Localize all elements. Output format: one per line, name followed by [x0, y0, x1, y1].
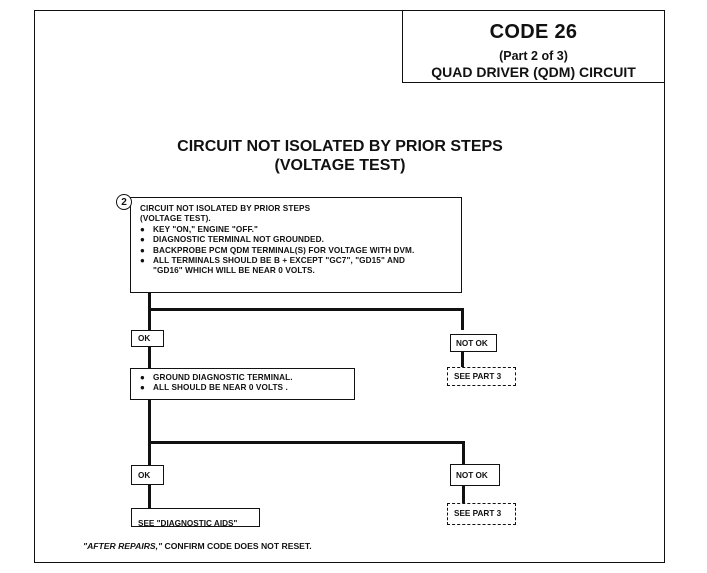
- step-heading: CIRCUIT NOT ISOLATED BY PRIOR STEPS: [140, 204, 311, 213]
- connector: [148, 398, 151, 465]
- step-bullet: ● DIAGNOSTIC TERMINAL NOT GROUNDED.: [140, 235, 455, 245]
- step-bullet-continuation: "GD16" WHICH WILL BE NEAR 0 VOLTS.: [153, 266, 315, 276]
- code-number: CODE 26: [489, 21, 578, 43]
- step-bullet: ● BACKPROBE PCM QDM TERMINAL(S) FOR VOLTA…: [140, 246, 455, 256]
- bullet-text: BACKPROBE PCM QDM TERMINAL(S) FOR VOLTAG…: [153, 245, 415, 255]
- bullet-text: ALL TERMINALS SHOULD BE B + EXCEPT "GC7"…: [153, 256, 406, 266]
- not-ok-box-1: NOT OK: [450, 334, 497, 352]
- ok-box-1: OK: [131, 330, 164, 347]
- diagram-title: CIRCUIT NOT ISOLATED BY PRIOR STEPS (VOL…: [130, 137, 550, 175]
- bullet-text: GROUND DIAGNOSTIC TERMINAL.: [153, 373, 293, 382]
- connector: [148, 308, 463, 311]
- action-bullet: ● ALL SHOULD BE NEAR 0 VOLTS .: [140, 383, 354, 393]
- connector: [462, 486, 465, 503]
- connector: [148, 441, 465, 444]
- connector: [148, 484, 151, 508]
- bullet-icon: ●: [140, 383, 146, 393]
- step-2-box: CIRCUIT NOT ISOLATED BY PRIOR STEPS (VOL…: [130, 197, 462, 293]
- action-bullet: ● GROUND DIAGNOSTIC TERMINAL.: [140, 373, 354, 383]
- code-header: CODE 26 (Part 2 of 3) QUAD DRIVER (QDM) …: [402, 10, 665, 83]
- step-subheading: (VOLTAGE TEST).: [140, 214, 211, 224]
- see-part-3-box-2: SEE PART 3: [447, 503, 516, 525]
- bullet-text: KEY "ON," ENGINE "OFF.": [153, 224, 259, 234]
- connector: [462, 441, 465, 464]
- bullet-icon: ●: [140, 256, 146, 266]
- bullet-icon: ●: [140, 373, 146, 382]
- diagnostic-aids-box: SEE "DIAGNOSTIC AIDS": [131, 508, 260, 528]
- see-part-3-box-1: SEE PART 3: [447, 367, 516, 386]
- footer-text: CONFIRM CODE DOES NOT RESET.: [162, 541, 312, 551]
- bullet-icon: ●: [140, 245, 146, 255]
- ground-terminal-box: ● GROUND DIAGNOSTIC TERMINAL. ● ALL SHOULD…: [130, 368, 355, 400]
- ok-box-2: OK: [131, 465, 164, 485]
- step-number-badge: 2: [116, 194, 132, 210]
- bullet-icon: ●: [140, 235, 146, 245]
- connector: [148, 346, 151, 368]
- footer-italic: "AFTER REPAIRS,": [83, 541, 163, 551]
- title-line-1: CIRCUIT NOT ISOLATED BY PRIOR STEPS: [177, 138, 503, 155]
- title-line-2: (VOLTAGE TEST): [274, 157, 406, 174]
- diagnostic-aids-text: SEE "DIAGNOSTIC AIDS": [138, 519, 238, 528]
- circuit-name: QUAD DRIVER (QDM) CIRCUIT: [431, 64, 636, 80]
- code-part: (Part 2 of 3): [499, 49, 568, 63]
- diagram-frame: [34, 10, 665, 563]
- connector: [461, 308, 464, 330]
- step-bullet: ● ALL TERMINALS SHOULD BE B + EXCEPT "GC7…: [140, 256, 455, 266]
- connector: [461, 352, 464, 368]
- footer-note: "AFTER REPAIRS," CONFIRM CODE DOES NOT R…: [83, 541, 312, 551]
- not-ok-box-2: NOT OK: [450, 464, 500, 486]
- bullet-icon: ●: [140, 224, 146, 234]
- bullet-text: DIAGNOSTIC TERMINAL NOT GROUNDED.: [153, 235, 324, 245]
- bullet-text: ALL SHOULD BE NEAR 0 VOLTS .: [153, 383, 288, 393]
- step-bullet: ● KEY "ON," ENGINE "OFF.": [140, 225, 455, 235]
